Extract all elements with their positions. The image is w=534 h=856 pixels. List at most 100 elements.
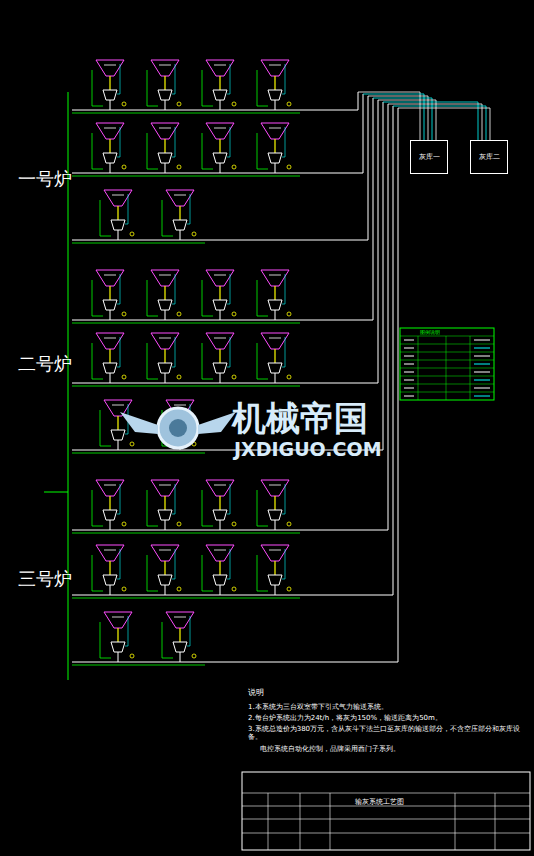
vent-line <box>117 337 120 367</box>
discharge-pipe <box>118 652 119 662</box>
valve-symbol <box>122 312 126 316</box>
air-line <box>92 555 103 591</box>
air-line <box>162 200 173 236</box>
air-line <box>100 622 111 658</box>
air-line <box>100 410 111 446</box>
feed-pipe <box>164 76 165 90</box>
pump-vessel <box>213 363 227 373</box>
vent-line <box>172 127 175 157</box>
vent-line <box>125 194 128 224</box>
ash-silo: 灰库二 <box>470 140 508 174</box>
hopper-flange <box>112 195 124 196</box>
hopper-flange <box>159 128 171 129</box>
pump-vessel <box>103 363 117 373</box>
pump-vessel <box>103 300 117 310</box>
pump-vessel <box>103 510 117 520</box>
hopper-flange <box>174 405 186 406</box>
note-line: 电控系统自动化控制，品牌采用西门子系列。 <box>260 745 530 753</box>
feed-pipe <box>274 496 275 510</box>
hopper-flange <box>112 405 124 406</box>
air-line <box>257 343 268 379</box>
conveying-pipe <box>72 104 388 530</box>
hopper-flange <box>269 128 281 129</box>
vent-line <box>227 274 230 304</box>
discharge-pipe <box>275 520 276 530</box>
hopper-flange <box>269 550 281 551</box>
vent-line <box>187 616 190 646</box>
air-line <box>92 490 103 526</box>
air-header <box>72 453 205 454</box>
silo-inlet-pipe <box>393 106 486 140</box>
vent-line <box>117 484 120 514</box>
feed-pipe <box>109 76 110 90</box>
feed-pipe <box>274 139 275 153</box>
pump-vessel <box>213 575 227 585</box>
air-line <box>202 133 213 169</box>
hopper-flange <box>214 65 226 66</box>
pump-vessel <box>158 153 172 163</box>
valve-symbol <box>177 522 181 526</box>
valve-symbol <box>122 102 126 106</box>
pump-vessel <box>111 430 125 440</box>
pump-vessel <box>103 90 117 100</box>
air-line <box>162 622 173 658</box>
feed-pipe <box>164 561 165 575</box>
air-line <box>202 70 213 106</box>
pump-vessel <box>268 575 282 585</box>
discharge-pipe <box>110 163 111 173</box>
vent-line <box>172 484 175 514</box>
vent-line <box>172 274 175 304</box>
air-line <box>202 343 213 379</box>
hopper-flange <box>214 338 226 339</box>
pump-vessel <box>268 153 282 163</box>
pump-vessel <box>268 510 282 520</box>
feed-pipe <box>109 561 110 575</box>
valve-symbol <box>177 165 181 169</box>
air-line <box>202 280 213 316</box>
feed-pipe <box>164 349 165 363</box>
discharge-pipe <box>110 585 111 595</box>
conveying-pipe <box>72 106 393 595</box>
boiler-label: 三号炉 <box>18 568 72 590</box>
air-line <box>92 133 103 169</box>
discharge-pipe <box>220 520 221 530</box>
vent-line <box>227 64 230 94</box>
hopper-flange <box>269 338 281 339</box>
discharge-pipe <box>220 585 221 595</box>
hopper-flange <box>214 485 226 486</box>
discharge-pipe <box>165 100 166 110</box>
notes-heading: 说明 <box>248 688 264 698</box>
discharge-pipe <box>110 520 111 530</box>
pump-vessel <box>213 90 227 100</box>
feed-pipe <box>109 286 110 300</box>
silo-label: 灰库二 <box>479 152 500 162</box>
legend-heading: 图例说明 <box>420 329 440 335</box>
hopper-flange <box>269 485 281 486</box>
air-line <box>92 70 103 106</box>
vent-line <box>187 194 190 224</box>
hopper-flange <box>104 128 116 129</box>
air-line <box>257 490 268 526</box>
valve-symbol <box>130 654 134 658</box>
vent-line <box>172 337 175 367</box>
valve-symbol <box>122 375 126 379</box>
valve-symbol <box>232 312 236 316</box>
air-line <box>147 555 158 591</box>
drawing-title: 输灰系统工艺图 <box>355 797 404 807</box>
ash-silo: 灰库一 <box>410 140 448 174</box>
valve-symbol <box>122 522 126 526</box>
air-line <box>147 280 158 316</box>
pump-vessel <box>173 220 187 230</box>
discharge-pipe <box>165 585 166 595</box>
pump-vessel <box>111 642 125 652</box>
valve-symbol <box>232 522 236 526</box>
valve-symbol <box>287 312 291 316</box>
pump-vessel <box>268 300 282 310</box>
air-line <box>147 343 158 379</box>
air-line <box>257 70 268 106</box>
note-line: 3.系统总造价为380万元，含从灰斗下法兰口至灰库的输送部分，不含空压部分和灰库… <box>248 725 528 742</box>
air-header <box>72 176 300 177</box>
valve-symbol <box>122 165 126 169</box>
air-line <box>147 70 158 106</box>
legend-table <box>400 328 494 400</box>
